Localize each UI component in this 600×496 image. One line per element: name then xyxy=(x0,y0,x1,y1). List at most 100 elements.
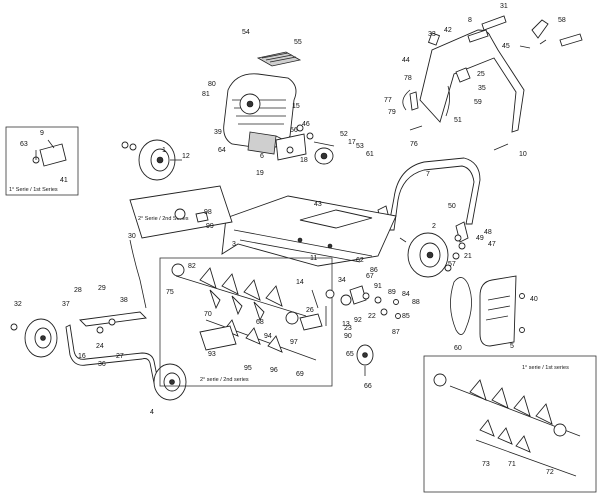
callout-91: 91 xyxy=(374,283,382,290)
callout-61: 61 xyxy=(366,151,374,158)
callout-86: 86 xyxy=(370,267,378,274)
caption-serie1-small: 1° Serie / 1st Series xyxy=(9,187,58,193)
engine-block xyxy=(223,73,297,149)
callout-64: 64 xyxy=(218,147,226,154)
callout-50: 50 xyxy=(448,203,456,210)
callout-7: 7 xyxy=(426,171,430,178)
callout-77: 77 xyxy=(384,97,392,104)
callout-71: 71 xyxy=(508,461,516,468)
rotor-2nd-series xyxy=(171,263,317,361)
callout-82: 82 xyxy=(188,263,196,270)
handle-upper xyxy=(419,29,525,133)
callout-35: 35 xyxy=(478,85,486,92)
callout-94: 94 xyxy=(264,333,272,340)
callout-31: 31 xyxy=(500,3,508,10)
callout-66: 66 xyxy=(364,383,372,390)
inset-bracket xyxy=(39,143,67,167)
engine-group xyxy=(223,51,302,155)
callout-55: 55 xyxy=(294,39,302,46)
callout-56: 56 xyxy=(290,127,298,134)
callout-89: 89 xyxy=(388,289,396,296)
callout-53: 53 xyxy=(356,143,364,150)
callout-labels: 1234567891011121314151617181921222324252… xyxy=(14,3,566,476)
callout-90: 90 xyxy=(344,333,352,340)
callout-52: 52 xyxy=(340,131,348,138)
callout-92: 92 xyxy=(354,317,362,324)
callout-11: 11 xyxy=(310,255,317,262)
drive-belt xyxy=(450,277,472,335)
callout-39: 39 xyxy=(214,129,222,136)
callout-80: 80 xyxy=(208,81,216,88)
callout-95: 95 xyxy=(244,365,252,372)
callout-97: 97 xyxy=(290,339,298,346)
callout-21: 21 xyxy=(464,253,472,260)
callout-12: 12 xyxy=(182,153,190,160)
callout-22: 22 xyxy=(368,313,376,320)
callout-42: 42 xyxy=(444,27,452,34)
callout-81: 81 xyxy=(202,91,210,98)
callout-49: 49 xyxy=(476,235,484,242)
callout-34: 34 xyxy=(338,277,346,284)
rotor-1st-series xyxy=(433,373,581,477)
callout-3: 3 xyxy=(232,241,236,248)
callout-5: 5 xyxy=(510,343,514,350)
callout-28: 28 xyxy=(74,287,82,294)
caption-serie2-box: 2° serie / 2nd series xyxy=(200,377,249,383)
throttle-lever xyxy=(531,19,549,39)
callout-78: 78 xyxy=(404,75,412,82)
callout-99: 99 xyxy=(206,223,214,230)
callout-43: 43 xyxy=(314,201,322,208)
callout-46: 46 xyxy=(302,121,310,128)
belt-guard xyxy=(479,275,517,347)
callout-70: 70 xyxy=(204,311,212,318)
callout-8: 8 xyxy=(468,17,472,24)
handle-grip-left xyxy=(467,15,507,43)
callout-72: 72 xyxy=(546,469,554,476)
callout-47: 47 xyxy=(488,241,496,248)
callout-24: 24 xyxy=(96,343,104,350)
callout-51: 51 xyxy=(454,117,462,124)
callout-67: 67 xyxy=(366,273,374,280)
callout-57: 57 xyxy=(448,261,456,268)
callout-58: 58 xyxy=(558,17,566,24)
caption-serie2-small: 2° Serie / 2nd Series xyxy=(138,216,189,222)
callout-96: 96 xyxy=(270,367,278,374)
callout-14: 14 xyxy=(296,279,304,286)
callout-73: 73 xyxy=(482,461,490,468)
callout-59: 59 xyxy=(474,99,482,106)
callout-25: 25 xyxy=(477,71,485,78)
handle-grip-right xyxy=(559,33,583,47)
callout-9: 9 xyxy=(40,130,44,137)
callout-17: 17 xyxy=(348,139,356,146)
callout-54: 54 xyxy=(242,29,250,36)
engine-air-filter-cover xyxy=(256,51,302,67)
callout-16: 16 xyxy=(78,353,86,360)
callout-88: 88 xyxy=(412,299,420,306)
callout-84: 84 xyxy=(402,291,410,298)
callout-27: 27 xyxy=(116,353,124,360)
callout-76: 76 xyxy=(410,141,418,148)
callout-10: 10 xyxy=(519,151,527,158)
callout-87: 87 xyxy=(392,329,400,336)
callout-26: 26 xyxy=(306,307,314,314)
callout-69: 69 xyxy=(296,371,304,378)
callout-13: 13 xyxy=(342,321,350,328)
callout-6: 6 xyxy=(260,153,264,160)
callout-63: 63 xyxy=(20,141,28,148)
callout-29: 29 xyxy=(98,285,106,292)
callout-65: 65 xyxy=(346,351,354,358)
callout-75: 75 xyxy=(166,289,174,296)
callout-62: 62 xyxy=(356,257,364,264)
callout-15: 15 xyxy=(292,103,300,110)
callout-19: 19 xyxy=(256,170,264,177)
callout-40: 40 xyxy=(530,296,538,303)
inset-box-1st-series xyxy=(423,355,597,493)
callout-32: 32 xyxy=(14,301,22,308)
callout-48: 48 xyxy=(484,229,492,236)
callout-33: 33 xyxy=(428,31,436,38)
callout-41: 41 xyxy=(60,177,68,184)
callout-18: 18 xyxy=(300,157,308,164)
callout-38: 38 xyxy=(120,297,128,304)
callout-93: 93 xyxy=(208,351,216,358)
